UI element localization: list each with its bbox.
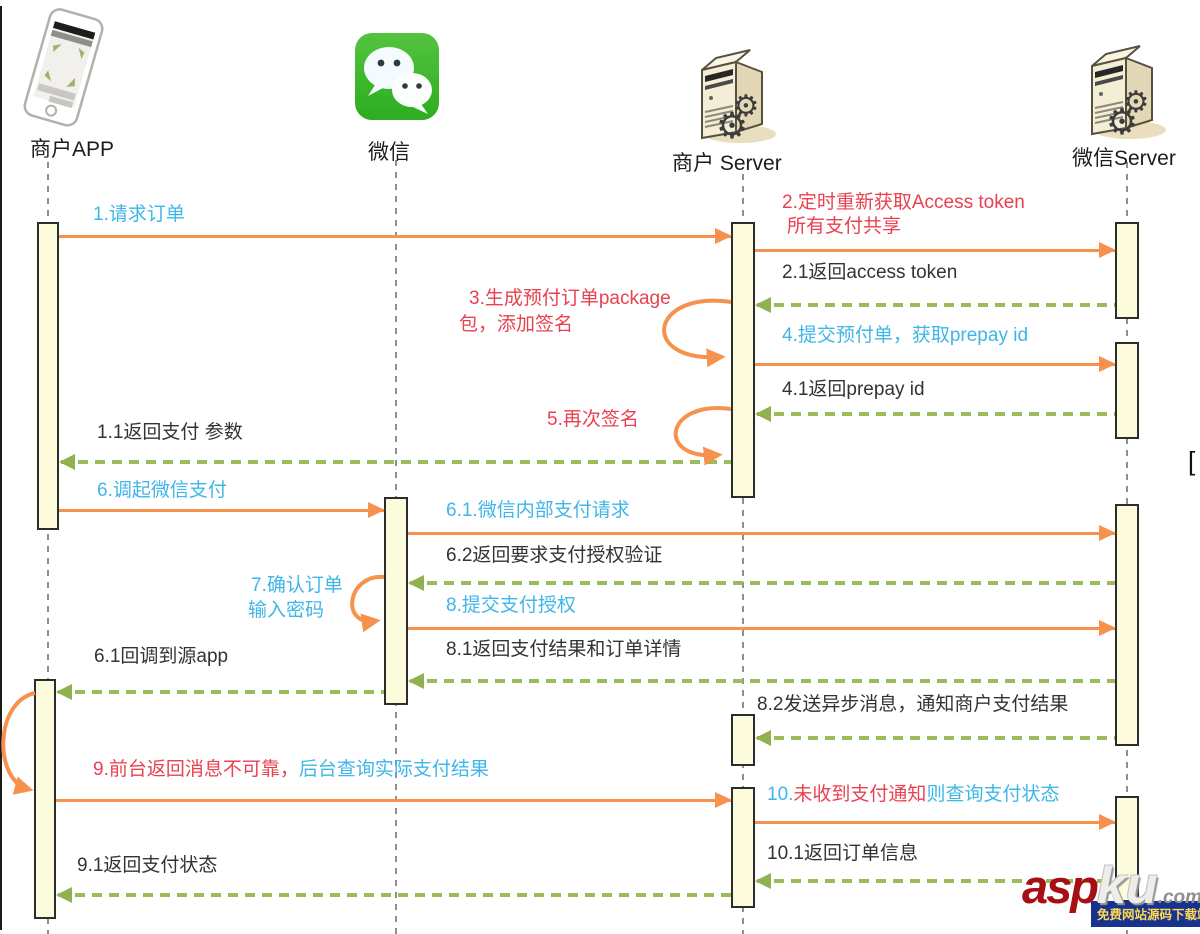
arrowhead-left-icon <box>755 297 771 313</box>
msg-async-notify: 8.2发送异步消息，通知商户支付结果 <box>757 694 1069 715</box>
msg-get-access-token: 2.定时重新获取Access token <box>782 192 1025 213</box>
actor-label-wechat-server: 微信Server <box>1072 147 1176 170</box>
arrowhead-left-icon <box>755 873 771 889</box>
arrow-submit-prepay <box>755 356 1116 372</box>
arrow-internal-pay-request <box>408 525 1116 541</box>
msg-submit-prepay: 4.提交预付单，获取prepay id <box>782 325 1029 346</box>
activation-bar <box>37 222 59 530</box>
lifeline-merchant-server <box>742 174 744 934</box>
arrowhead-left-icon <box>755 406 771 422</box>
msg-query-blue: 则查询支付状态 <box>926 784 1060 805</box>
msg-query-num: 10. <box>767 784 794 805</box>
arrow-invoke-wechat-pay <box>59 502 385 518</box>
self-arrow-sign-again <box>673 406 732 466</box>
msg-return-pay-params: 1.1返回支付 参数 <box>97 422 243 443</box>
msg-backend-query-blue: 后台查询实际支付结果 <box>298 759 489 780</box>
actor-label-merchant-server: 商户 Server <box>672 152 782 175</box>
arrowhead-right-icon <box>368 502 385 518</box>
arrowhead-left-icon <box>56 684 72 700</box>
msg-return-auth-required: 6.2返回要求支付授权验证 <box>446 545 663 566</box>
arrowhead-left-icon <box>408 575 424 591</box>
return-async-notify <box>755 730 1115 746</box>
activation-bar <box>731 222 755 498</box>
arrow-submit-pay-auth <box>408 620 1116 636</box>
self-arrow-confirm-order <box>350 574 385 633</box>
return-callback-app <box>56 684 384 700</box>
arrowhead-right-icon <box>1099 620 1116 636</box>
msg-get-access-token-line2: 所有支付共享 <box>787 216 902 237</box>
msg-return-pay-result: 8.1返回支付结果和订单详情 <box>446 639 682 660</box>
server-icon <box>701 49 777 146</box>
actor-label-merchant-app: 商户APP <box>30 138 115 161</box>
arrowhead-right-icon <box>1099 525 1116 541</box>
arrow-query-pay-status <box>755 814 1116 830</box>
watermark-logo: aspku.com <box>1022 856 1200 916</box>
activation-bar <box>1115 342 1139 439</box>
msg-query-pay-status: 10.未收到支付通知则查询支付状态 <box>767 784 1059 807</box>
msg-generate-package-line2: 包，添加签名 <box>459 314 574 335</box>
server-icon <box>1091 45 1167 142</box>
msg-sign-again: 5.再次签名 <box>547 409 639 430</box>
return-order-info <box>755 873 1115 889</box>
actor-label-wechat: 微信 <box>368 141 410 164</box>
self-arrow-app-wait <box>1 691 36 795</box>
return-access-token <box>755 297 1115 313</box>
arrowhead-right-icon <box>1099 242 1116 258</box>
return-pay-result <box>408 673 1115 689</box>
return-auth-required <box>408 575 1115 591</box>
arrow-backend-query <box>56 792 732 808</box>
msg-backend-query: 9.前台返回消息不可靠，后台查询实际支付结果 <box>93 759 489 782</box>
arrowhead-right-icon <box>715 792 732 808</box>
arrowhead-right-icon <box>1099 356 1116 372</box>
msg-query-red: 未收到支付通知 <box>793 784 927 805</box>
activation-bar <box>731 714 755 766</box>
msg-return-prepay-id: 4.1返回prepay id <box>782 379 925 400</box>
msg-return-pay-status: 9.1返回支付状态 <box>77 855 218 876</box>
arrowhead-left-icon <box>755 730 771 746</box>
arrowhead-left-icon <box>56 887 72 903</box>
arrowhead-right-icon <box>1099 814 1116 830</box>
msg-confirm-order: 7.确认订单 <box>251 575 343 596</box>
msg-generate-package: 3.生成预付订单package <box>469 288 671 309</box>
return-prepay-id <box>755 406 1115 422</box>
self-arrow-generate-package <box>662 298 732 368</box>
phone-icon <box>23 8 104 127</box>
msg-submit-pay-auth: 8.提交支付授权 <box>446 595 576 616</box>
msg-invoke-wechat-pay: 6.调起微信支付 <box>97 480 227 501</box>
arrowhead-left-icon <box>408 673 424 689</box>
watermark-ku: ku <box>1097 857 1158 915</box>
wechat-icon <box>355 33 439 120</box>
return-pay-params <box>59 454 731 470</box>
watermark-tagline: 免费网站源码下载站! <box>1091 901 1200 927</box>
msg-callback-app: 6.1回调到源app <box>94 646 229 667</box>
msg-confirm-order-line2: 输入密码 <box>248 600 325 621</box>
activation-bar <box>384 497 408 705</box>
arrowhead-right-icon <box>715 228 732 244</box>
activation-bar <box>1115 222 1139 319</box>
return-pay-status <box>56 887 731 903</box>
edge-bracket-char: [ <box>1188 446 1196 476</box>
arrow-request-order <box>59 228 732 244</box>
msg-return-order-info: 10.1返回订单信息 <box>767 843 918 864</box>
left-border-line <box>0 6 2 930</box>
watermark-asp: asp <box>1022 860 1099 913</box>
lifeline-merchant-app <box>47 162 49 934</box>
watermark-com: .com <box>1157 887 1200 908</box>
msg-backend-query-red: 9.前台返回消息不可靠， <box>93 759 299 780</box>
activation-bar <box>1115 504 1139 746</box>
arrow-get-access-token <box>755 242 1116 258</box>
activation-bar <box>731 787 755 908</box>
msg-request-order: 1.请求订单 <box>93 204 185 225</box>
msg-return-access-token: 2.1返回access token <box>782 262 958 283</box>
activation-bar <box>34 679 56 919</box>
msg-internal-pay-request: 6.1.微信内部支付请求 <box>446 500 630 521</box>
arrowhead-left-icon <box>59 454 75 470</box>
